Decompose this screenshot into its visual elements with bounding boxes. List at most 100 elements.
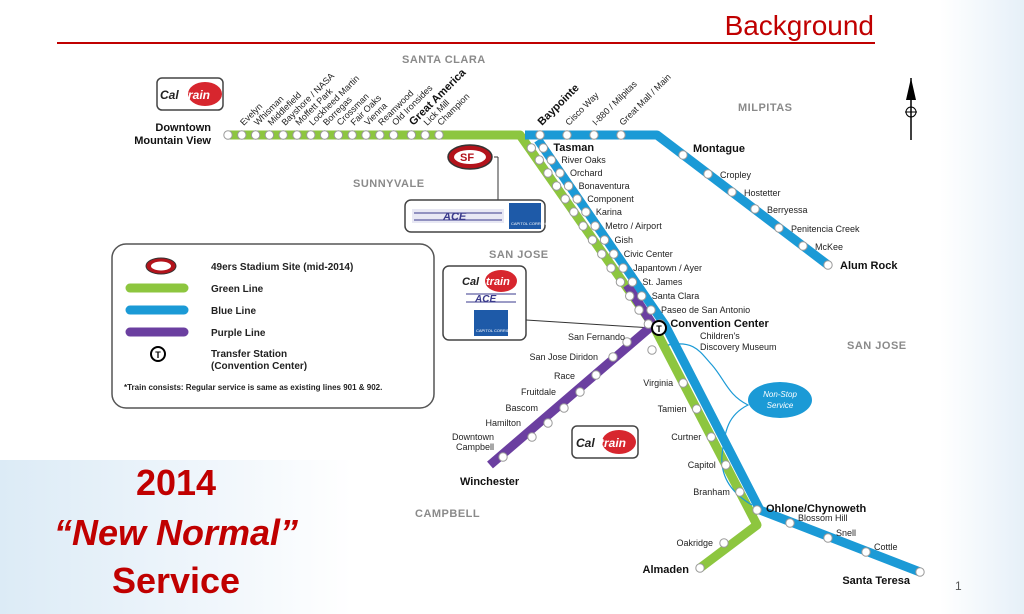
- station-label-hostetter: Hostetter: [744, 188, 781, 198]
- station-label-branham: Branham: [693, 487, 730, 497]
- station-label-metro-airport: Metro / Airport: [605, 221, 662, 231]
- station-borregas-dot: [319, 130, 330, 140]
- station-childrens-discovery-museum-dot: [647, 345, 657, 355]
- station-great-mall-main-dot: [616, 130, 626, 140]
- station-label-river-oaks: River Oaks: [561, 155, 606, 165]
- legend-purple: Purple Line: [211, 328, 266, 339]
- station-tamien-dot: [691, 404, 702, 414]
- station-hostetter-dot: [727, 187, 737, 197]
- station-reamwood-dot: [375, 130, 385, 140]
- station-lockheed-martin-dot: [306, 130, 316, 140]
- station-downtown-mountain-view-dot: [223, 130, 233, 140]
- station-component-blue-dot: [572, 194, 582, 204]
- station-japantown-ayer-green-dot: [606, 263, 616, 273]
- station-label-virginia: Virginia: [643, 378, 673, 388]
- station-penitencia-creek-dot: [774, 223, 784, 233]
- legend-transfer: Transfer Station: [211, 349, 287, 360]
- region-san-jose-top: SAN JOSE: [489, 249, 549, 261]
- ace-text-1: ACE: [442, 211, 467, 223]
- station-lick-mill-dot: [420, 130, 430, 140]
- station-blossom-hill-dot: [785, 518, 795, 528]
- station-st-james-green-dot: [615, 277, 626, 287]
- station-fair-oaks-dot: [347, 130, 357, 140]
- legend-stadium: 49ers Stadium Site (mid-2014): [211, 262, 353, 273]
- station-label-winchester: Winchester: [460, 476, 520, 488]
- station-label-great-mall-main: Great Mall / Main: [617, 72, 673, 128]
- region-campbell: CAMPBELL: [415, 508, 480, 520]
- station-label-childrens: Children's: [700, 331, 740, 341]
- station-label-i-880-milpitas: I-880 / Milpitas: [590, 79, 639, 128]
- station-label-tamien: Tamien: [658, 404, 687, 414]
- caltrain-cal-text: Cal: [160, 88, 179, 102]
- headline-new-normal: “New Normal”: [53, 512, 299, 553]
- station-label-montague: Montague: [693, 143, 745, 155]
- caltrain-logo-south: Cal train: [571, 425, 639, 459]
- station-bayshore-nasa-dot: [278, 130, 288, 140]
- station-label-mountain-view: Mountain View: [134, 135, 211, 147]
- capitol-text-1: CAPITOL CORRIDOR: [511, 221, 551, 226]
- legend-green: Green Line: [211, 284, 264, 295]
- station-label-japantown-ayer: Japantown / Ayer: [633, 263, 702, 273]
- station-mckee-dot: [798, 241, 808, 251]
- nonstop-line-1: Non-Stop: [763, 390, 797, 399]
- station-label-alum-rock: Alum Rock: [840, 260, 898, 272]
- station-label-hamilton: Hamilton: [485, 418, 521, 428]
- station-label-karina: Karina: [596, 207, 622, 217]
- station-label-san-fernando: San Fernando: [568, 332, 625, 342]
- station-capitol-dot: [721, 460, 731, 470]
- station-component-green-dot: [560, 194, 570, 204]
- station-metro-airport-blue-dot: [590, 221, 600, 231]
- transfer-symbol-text: T: [656, 324, 662, 334]
- caltrain-train-text: train: [184, 88, 210, 102]
- station-label-san-jose-diridon: San Jose Diridon: [529, 352, 598, 362]
- station-curtner-dot: [706, 432, 716, 442]
- station-great-america-dot: [406, 130, 417, 140]
- station-label-bascom: Bascom: [505, 403, 538, 413]
- station-label-capitol: Capitol: [688, 460, 716, 470]
- station-label-santa-teresa: Santa Teresa: [842, 575, 911, 587]
- station-virginia-dot: [678, 378, 688, 388]
- station-branham-dot: [735, 487, 745, 497]
- station-label-santa-clara: Santa Clara: [652, 291, 700, 301]
- station-middlefield-dot: [264, 130, 275, 140]
- legend-transfer-symbol: T: [155, 350, 161, 360]
- caltrain-train-text-3: train: [600, 436, 626, 450]
- station-label-fruitdale: Fruitdale: [521, 387, 556, 397]
- station-label-tasman: Tasman: [553, 142, 594, 154]
- station-santa-clara-green-dot: [625, 291, 635, 301]
- station-baypointe-dot: [535, 130, 545, 140]
- station-santa-clara-blue-dot: [637, 291, 647, 301]
- station-i-880-milpitas-dot: [589, 130, 599, 140]
- north-arrow-icon: [905, 78, 917, 140]
- station-label-discovery-museum: Discovery Museum: [700, 342, 777, 352]
- station-label-cottle: Cottle: [874, 542, 898, 552]
- station-river-oaks-green-dot: [534, 155, 544, 165]
- station-label-paseo-de-san-antonio: Paseo de San Antonio: [661, 305, 750, 315]
- station-orchard-green-dot: [543, 168, 553, 178]
- station-montague-dot: [678, 150, 688, 160]
- station-fruitdale-dot: [575, 387, 585, 397]
- station-label-race: Race: [554, 371, 575, 381]
- station-almaden-dot: [695, 563, 705, 573]
- station-label-gish: Gish: [614, 235, 633, 245]
- caltrain-cal-text-3: Cal: [576, 436, 595, 450]
- station-alum-rock-dot: [823, 260, 833, 270]
- station-label-orchard: Orchard: [570, 168, 603, 178]
- station-label-st-james: St. James: [642, 277, 683, 287]
- caltrain-logo-top: Cal train: [156, 77, 224, 111]
- slide-title: Background: [724, 10, 874, 41]
- station-label-curtner: Curtner: [671, 432, 701, 442]
- caltrain-cal-text-2: Cal: [462, 276, 480, 288]
- station-label-berryessa: Berryessa: [767, 205, 808, 215]
- non-stop-bubble: Non-Stop Service: [748, 382, 812, 418]
- station-san-fernando-dot: [622, 337, 632, 347]
- legend-note: *Train consists: Regular service is same…: [124, 383, 382, 392]
- station-whisman-dot: [250, 130, 261, 140]
- niners-logo-top: SF: [447, 144, 493, 170]
- transfer-brands-box: Cal train ACE CAPITOL CORRIDOR: [442, 265, 527, 341]
- station-downtown-dot: [527, 432, 537, 442]
- region-sunnyvale: SUNNYVALE: [353, 178, 425, 190]
- station-bascom-dot: [559, 403, 569, 413]
